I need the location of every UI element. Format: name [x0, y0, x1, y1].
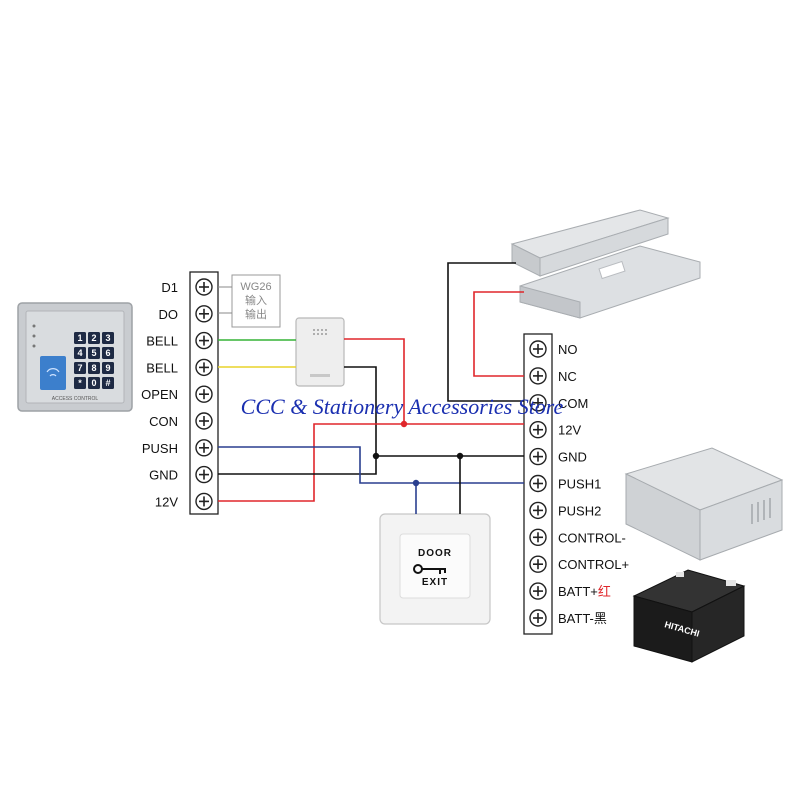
left-terminal-screw [195, 412, 213, 430]
card-reader-panel [40, 356, 66, 390]
right-terminal-screw [529, 340, 547, 358]
left-terminal-label: PUSH [142, 441, 178, 456]
right-terminal-screw [529, 582, 547, 600]
svg-text:*: * [78, 378, 82, 388]
right-terminal-label: 12V [558, 423, 581, 438]
svg-text:4: 4 [77, 348, 82, 358]
svg-text:1: 1 [77, 333, 82, 343]
wires [218, 262, 524, 514]
key-icon [413, 564, 446, 574]
right-terminal-screw [529, 394, 547, 412]
wiegand-input-label: 输入 [245, 293, 267, 307]
right-terminal-screw [529, 609, 547, 627]
svg-text:8: 8 [91, 363, 96, 373]
right-terminal-screw [529, 474, 547, 493]
svg-text:5: 5 [91, 348, 96, 358]
exit-button-device: DOOR EXIT [379, 513, 491, 625]
right-terminal-label: GND [558, 450, 587, 465]
exit-button-door-label: DOOR [418, 548, 452, 559]
junction-dots [372, 420, 464, 487]
keypad-key: 2 [88, 332, 100, 344]
right-terminal-screw [529, 367, 547, 385]
left-terminal-label: D1 [161, 280, 178, 295]
left-terminal-screw [195, 305, 213, 323]
keypad-key: 4 [74, 347, 86, 359]
left-terminal-screw [195, 439, 213, 457]
svg-text:3: 3 [105, 333, 110, 343]
left-terminal-label: CON [149, 414, 178, 429]
wire-doorbell-red [344, 338, 405, 424]
keypad-key: 0 [88, 377, 100, 389]
right-terminal-label: PUSH2 [558, 503, 601, 518]
wire-lock-black [447, 262, 524, 402]
keypad-key: 3 [102, 332, 114, 344]
keypad-key: 9 [102, 362, 114, 374]
svg-text:9: 9 [105, 363, 110, 373]
wire-12v-red [218, 423, 524, 502]
battery-device: HITACHI [632, 569, 746, 663]
keypad-key: 7 [74, 362, 86, 374]
left-terminal-screw [195, 331, 213, 350]
left-terminal-label: BELL [146, 334, 178, 349]
right-terminal-screw [529, 501, 547, 520]
power-supply-box [624, 447, 784, 561]
left-terminal-screw [195, 358, 213, 377]
wiegand-box: WG26 输入 输出 [218, 274, 281, 328]
wire-lock-red [473, 291, 524, 377]
right-terminal-screw [529, 528, 547, 546]
right-terminal-screw [529, 555, 547, 573]
left-terminal-label: GND [149, 468, 178, 483]
exit-button-exit-label: EXIT [422, 577, 448, 588]
right-terminal-label: CONTROL- [558, 530, 626, 545]
batt-plus-suffix: 红 [598, 584, 611, 599]
keypad-panel-text: ACCESS CONTROL [52, 396, 99, 402]
keypad-key: 8 [88, 362, 100, 374]
right-terminal-screw [529, 447, 547, 466]
keypad-key: # [102, 377, 114, 389]
wiegand-output-label: 输出 [245, 307, 267, 321]
wire-push-blue [218, 446, 524, 484]
batt-minus-suffix: 黑 [594, 611, 607, 626]
right-terminal-screw [529, 421, 547, 439]
left-terminal-label: BELL [146, 360, 178, 375]
right-terminal-label: BATT+红 [558, 584, 611, 599]
wire-doorbell-black [344, 366, 377, 456]
keypad-key: 1 [74, 332, 86, 344]
left-terminal-label: DO [159, 307, 179, 322]
right-terminal-label: COM [558, 396, 588, 411]
left-terminal-screw [195, 385, 213, 403]
left-terminal-screw [195, 278, 213, 296]
wire-gnd-black [218, 455, 524, 475]
right-terminal-label: BATT-黑 [558, 611, 607, 626]
right-terminal-label: CONTROL+ [558, 557, 629, 572]
svg-text:#: # [105, 378, 110, 388]
svg-text:6: 6 [105, 348, 110, 358]
svg-text:0: 0 [91, 378, 96, 388]
right-terminal-label: PUSH1 [558, 477, 601, 492]
keypad-key: 6 [102, 347, 114, 359]
keypad-key: 5 [88, 347, 100, 359]
doorbell-device [295, 317, 345, 387]
right-terminal-label: NC [558, 369, 577, 384]
left-terminal-screw [195, 492, 213, 511]
left-terminal-label: 12V [155, 494, 178, 509]
right-terminal-label: NO [558, 342, 578, 357]
svg-text:7: 7 [77, 363, 82, 373]
left-terminal-label: OPEN [141, 387, 178, 402]
store-watermark: CCC & Stationery Accessories Store [241, 394, 564, 419]
left-terminal-screw [195, 465, 213, 484]
magnetic-lock [510, 209, 701, 319]
wiegand-title: WG26 [240, 281, 271, 293]
keypad-key: * [74, 377, 86, 389]
svg-text:2: 2 [91, 333, 96, 343]
